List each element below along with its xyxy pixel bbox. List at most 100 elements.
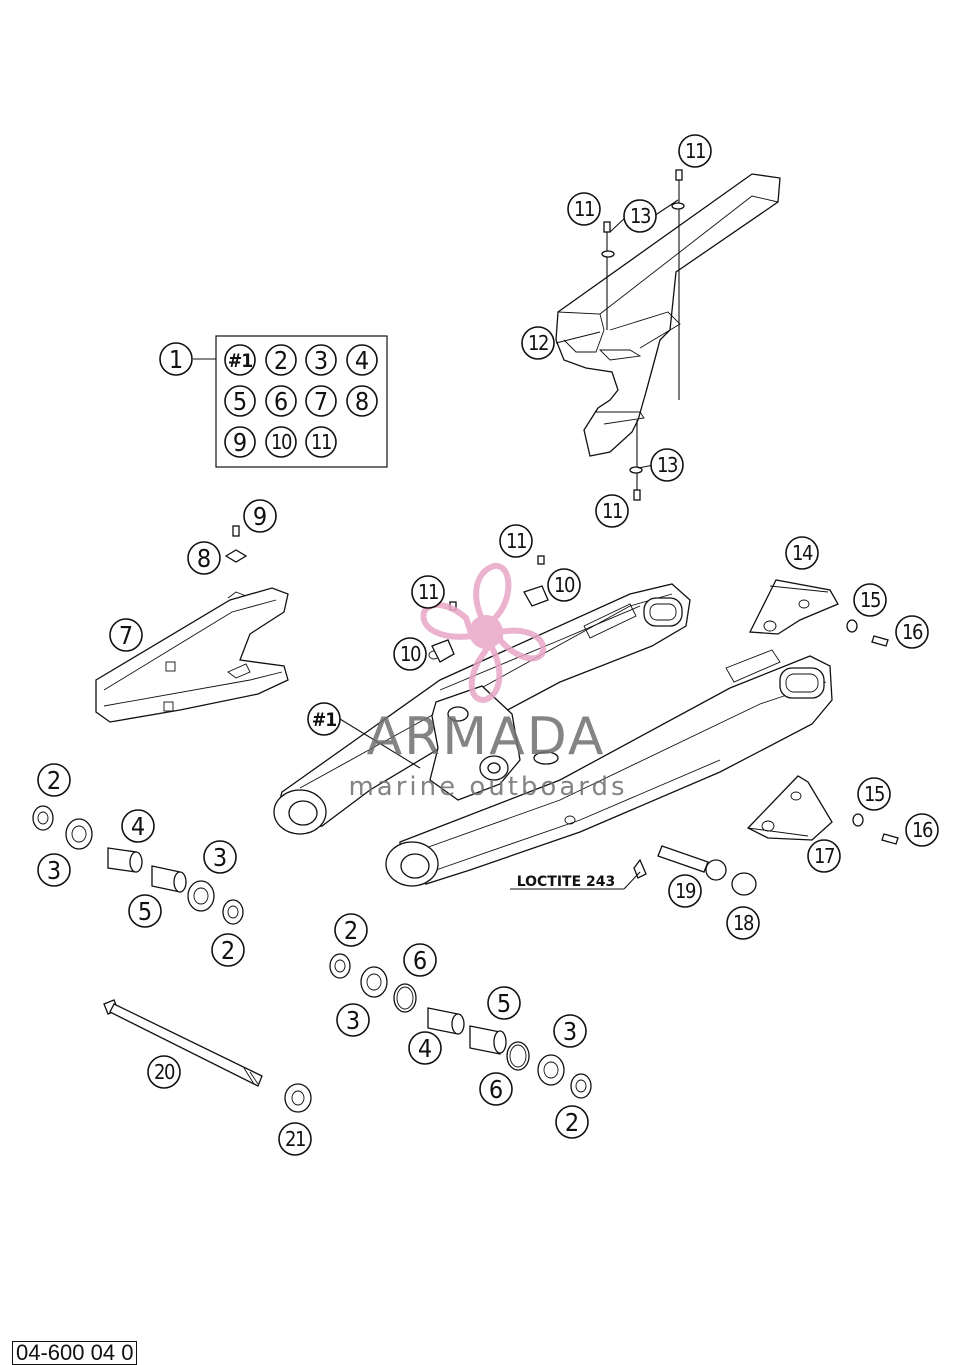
svg-text:2: 2 — [274, 346, 288, 375]
svg-text:11: 11 — [574, 197, 594, 221]
callout-5: 5 — [487, 986, 521, 1020]
kit-item-5: 5 — [224, 385, 256, 417]
fastener-drawings — [224, 169, 899, 845]
svg-text:1: 1 — [169, 345, 183, 374]
svg-text:10: 10 — [271, 430, 292, 454]
bearing-set-upper-drawing — [32, 805, 244, 925]
kit-contents-box: #1 2 3 4 5 6 7 8 9 10 11 — [215, 335, 388, 468]
callout-10: 10 — [393, 637, 427, 671]
svg-text:11: 11 — [602, 499, 622, 523]
callout-3: 3 — [203, 840, 237, 874]
pivot-shaft-drawing — [103, 999, 312, 1113]
svg-text:11: 11 — [506, 529, 526, 553]
kit-item-6: 6 — [265, 385, 297, 417]
svg-text:20: 20 — [154, 1060, 175, 1084]
callout-12: 12 — [521, 326, 555, 360]
callout-10: 10 — [547, 568, 581, 602]
loctite-label: LOCTITE 243 — [517, 874, 616, 890]
svg-text:15: 15 — [860, 588, 880, 612]
callout-11: 11 — [567, 192, 601, 226]
svg-text:2: 2 — [221, 936, 235, 965]
svg-text:9: 9 — [253, 502, 267, 531]
svg-text:15: 15 — [864, 782, 884, 806]
callout-11: 11 — [595, 494, 629, 528]
kit-item-9: 9 — [224, 426, 256, 458]
callout-2: 2 — [334, 913, 368, 947]
svg-text:5: 5 — [497, 989, 511, 1018]
callout-15: 15 — [857, 777, 891, 811]
callout-19: 19 — [668, 874, 702, 908]
callout-3: 3 — [37, 853, 71, 887]
svg-text:11: 11 — [418, 580, 438, 604]
kit-item-8: 8 — [346, 385, 378, 417]
chain-slider-drawing — [95, 587, 289, 723]
svg-text:3: 3 — [213, 843, 227, 872]
svg-text:4: 4 — [355, 346, 369, 375]
svg-text:7: 7 — [119, 621, 133, 650]
callout-4: 4 — [408, 1031, 442, 1065]
callout-swingarm: #1 — [307, 702, 341, 736]
callout-3: 3 — [553, 1014, 587, 1048]
svg-text:#1: #1 — [228, 350, 252, 372]
svg-text:#1: #1 — [312, 709, 336, 731]
svg-text:4: 4 — [418, 1034, 432, 1063]
callout-15: 15 — [853, 583, 887, 617]
svg-text:18: 18 — [733, 911, 754, 935]
callout-21: 21 — [278, 1122, 312, 1156]
svg-text:7: 7 — [314, 387, 328, 416]
svg-text:2: 2 — [47, 766, 61, 795]
callout-13: 13 — [623, 199, 657, 233]
svg-text:6: 6 — [413, 946, 427, 975]
sliding-guard-drawing — [746, 775, 833, 841]
callout-3: 3 — [336, 1003, 370, 1037]
callout-2: 2 — [211, 933, 245, 967]
callout-18: 18 — [726, 906, 760, 940]
svg-text:14: 14 — [792, 541, 813, 565]
callout-20: 20 — [147, 1055, 181, 1089]
callout-6: 6 — [479, 1072, 513, 1106]
callout-11: 11 — [678, 134, 712, 168]
kit-item-7: 7 — [305, 385, 337, 417]
svg-text:5: 5 — [138, 897, 152, 926]
propeller-logo — [420, 562, 547, 704]
kit-item-3: 3 — [305, 344, 337, 376]
chain-guard-drawing — [555, 173, 781, 457]
svg-text:2: 2 — [344, 916, 358, 945]
axle-screw-drawing — [510, 845, 757, 896]
svg-text:16: 16 — [902, 620, 923, 644]
svg-text:11: 11 — [685, 139, 705, 163]
callout-8: 8 — [187, 541, 221, 575]
callout-16: 16 — [895, 615, 929, 649]
svg-text:13: 13 — [657, 453, 678, 477]
svg-text:21: 21 — [285, 1127, 305, 1151]
svg-text:10: 10 — [554, 573, 575, 597]
svg-text:16: 16 — [912, 818, 933, 842]
watermark-brand: ARMADA — [367, 707, 606, 767]
callout-2: 2 — [37, 763, 71, 797]
callout-5: 5 — [128, 894, 162, 928]
svg-text:3: 3 — [346, 1006, 360, 1035]
svg-text:19: 19 — [675, 879, 696, 903]
callout-11: 11 — [411, 575, 445, 609]
svg-text:6: 6 — [274, 387, 288, 416]
svg-text:13: 13 — [630, 204, 651, 228]
kit-item-2: 2 — [265, 344, 297, 376]
kit-item-10: 10 — [265, 426, 297, 458]
callout-9: 9 — [243, 499, 277, 533]
callout-13: 13 — [650, 448, 684, 482]
kit-item-4: 4 — [346, 344, 378, 376]
svg-text:12: 12 — [528, 331, 548, 355]
callout-16: 16 — [905, 813, 939, 847]
svg-text:3: 3 — [563, 1017, 577, 1046]
svg-text:9: 9 — [233, 428, 247, 457]
svg-text:4: 4 — [131, 812, 145, 841]
watermark-tagline: marine outboards — [348, 772, 627, 802]
kit-item-11: 11 — [305, 426, 337, 458]
callout-4: 4 — [121, 809, 155, 843]
svg-text:8: 8 — [355, 387, 369, 416]
bearing-set-lower-drawing — [329, 953, 592, 1099]
callout-kit-ref: 1 — [159, 342, 193, 376]
chain-guide-drawing — [748, 579, 839, 635]
svg-text:11: 11 — [311, 430, 331, 454]
